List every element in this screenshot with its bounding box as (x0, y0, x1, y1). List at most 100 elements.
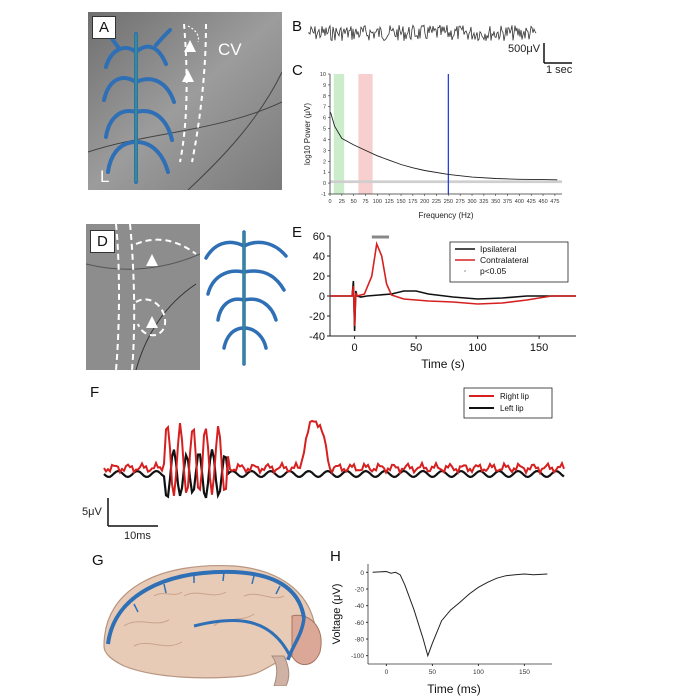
panel-letter-h: H (330, 548, 341, 565)
y-tick-label-h: -40 (355, 603, 365, 610)
x-axis-label-h: Time (ms) (427, 682, 481, 696)
triangle-marker-icon (184, 40, 196, 52)
panel-a-image (87, 12, 283, 191)
legend-label-f: Right lip (500, 392, 529, 401)
sinus-vessel-g (106, 569, 306, 645)
series-line-h (372, 570, 548, 658)
panel-b-trace (308, 24, 572, 64)
x-tick-label-c: 125 (385, 199, 394, 205)
scale-time-b: 1 sec (546, 64, 573, 76)
scale-voltage-f: 5μV (82, 506, 102, 518)
legend-label-e: Contralateral (480, 255, 529, 265)
y-tick-label-c: 4 (323, 137, 326, 143)
legend-label-f: Left lip (500, 404, 524, 413)
x-tick-label-c: 200 (420, 199, 429, 205)
series-line-left-lip (103, 449, 565, 500)
y-tick-label-e: 20 (313, 271, 325, 283)
y-tick-label-e: -20 (309, 311, 325, 323)
panel-letter-a: A (92, 16, 117, 39)
x-tick-label-c: 425 (527, 199, 536, 205)
x-axis-label-c: Frequency (Hz) (418, 211, 473, 220)
x-tick-label-c: 300 (467, 199, 476, 205)
panel-letter-f: F (90, 384, 100, 401)
raw-trace-b (308, 24, 537, 42)
series-line-c (330, 112, 558, 181)
vessel-drawing-d (204, 230, 288, 366)
scale-voltage-b: 500μV (508, 43, 541, 55)
scale-time-f: 10ms (124, 530, 151, 542)
y-tick-label-c: 5 (323, 127, 326, 133)
x-tick-label-e: 0 (352, 342, 358, 354)
x-tick-label-c: 250 (444, 199, 453, 205)
panel-d: D (85, 223, 201, 371)
y-tick-label-c: -1 (321, 192, 326, 198)
x-tick-label-c: 175 (408, 199, 417, 205)
band-1 (358, 74, 373, 194)
y-tick-label-e: 60 (313, 231, 325, 243)
y-tick-label-c: 7 (323, 105, 326, 111)
series-line-contralateral (330, 241, 576, 327)
y-tick-label-h: -80 (355, 637, 365, 644)
x-tick-label-c: 475 (550, 199, 559, 205)
y-tick-label-e: 40 (313, 251, 325, 263)
y-tick-label-h: -20 (355, 587, 365, 594)
cv-label: CV (218, 40, 242, 59)
y-axis-label-h: Voltage (μV) (331, 584, 343, 645)
legend-label-e: p<0.05 (480, 266, 507, 276)
panel-letter-g: G (92, 552, 104, 569)
x-tick-label-c: 350 (491, 199, 500, 205)
x-tick-label-c: 400 (515, 199, 524, 205)
y-tick-label-c: 6 (323, 116, 326, 122)
panel-letter-e: E (292, 224, 303, 241)
panel-a: A CV L (87, 12, 283, 191)
x-tick-label-e: 50 (410, 342, 422, 354)
x-tick-label-c: 25 (339, 199, 345, 205)
panel-letter-b: B (292, 18, 303, 35)
x-tick-label-c: 50 (351, 199, 357, 205)
x-tick-label-h: 50 (429, 669, 437, 676)
x-tick-label-c: 0 (328, 199, 331, 205)
x-tick-label-c: 450 (538, 199, 547, 205)
y-tick-label-h: -100 (351, 653, 364, 660)
triangle-marker-icon (146, 316, 158, 328)
y-tick-label-c: 1 (323, 170, 326, 176)
x-tick-label-c: 150 (396, 199, 405, 205)
panel-letter-d: D (90, 230, 115, 253)
x-tick-label-e: 150 (530, 342, 548, 354)
x-tick-label-c: 275 (456, 199, 465, 205)
l-label: L (100, 167, 110, 186)
brain-illustration-g (103, 564, 322, 686)
x-tick-label-c: 325 (479, 199, 488, 205)
y-tick-label-h: -60 (355, 620, 365, 627)
panel-letter-c: C (292, 62, 303, 79)
x-tick-label-c: 225 (432, 199, 441, 205)
triangle-marker-icon (182, 70, 194, 82)
legend-box-f (463, 387, 553, 419)
x-tick-label-c: 375 (503, 199, 512, 205)
legend-swatch-e (464, 270, 466, 272)
y-tick-label-e: -40 (309, 331, 325, 343)
x-tick-label-c: 100 (373, 199, 382, 205)
y-tick-label-c: 10 (320, 72, 326, 78)
noise-floor-band (330, 180, 562, 184)
legend-label-e: Ipsilateral (480, 244, 516, 254)
y-tick-label-c: 2 (323, 159, 326, 165)
triangle-marker-icon (146, 254, 158, 266)
x-tick-label-h: 150 (519, 669, 530, 676)
y-axis-label-c: log10 Power (μV) (303, 103, 312, 165)
y-tick-label-e: 0 (319, 291, 325, 303)
x-axis-label-e: Time (s) (421, 357, 465, 371)
x-tick-label-e: 100 (468, 342, 486, 354)
series-line-right-lip (103, 419, 565, 496)
y-tick-label-c: 8 (323, 94, 326, 100)
y-tick-label-h: 0 (360, 570, 364, 577)
x-tick-label-c: 75 (362, 199, 368, 205)
y-tick-label-c: 3 (323, 148, 326, 154)
